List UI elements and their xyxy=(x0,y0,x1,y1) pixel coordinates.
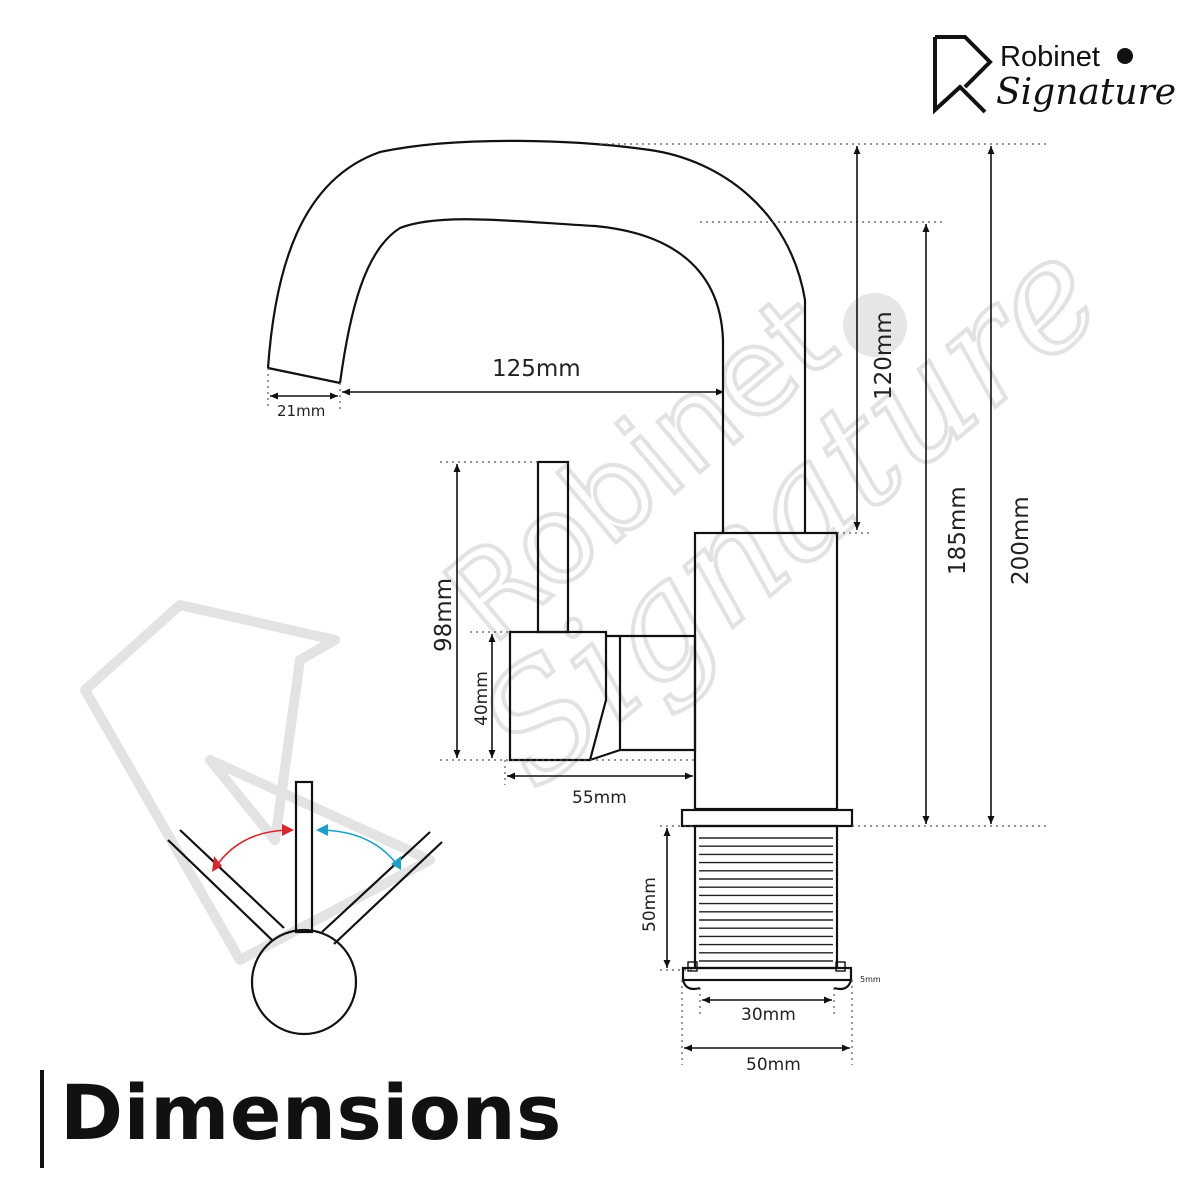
base-foot-nub-right xyxy=(835,961,846,972)
spout-outer-edge xyxy=(266,139,807,532)
extension-lines xyxy=(267,143,1050,1065)
dim-arrow-base-width-head xyxy=(684,1044,692,1052)
dim-label-lever-base: 40mm xyxy=(472,671,492,726)
dim-arrow-lever-height-head xyxy=(453,464,461,472)
cold-arrow-icon xyxy=(317,829,399,867)
dim-arrow-total-height-head xyxy=(987,146,995,154)
dim-arrow-spout-width-head xyxy=(330,392,338,400)
base-threads-outline xyxy=(693,824,839,970)
spout-tip xyxy=(267,366,341,385)
spout-inner-edge xyxy=(338,218,725,532)
dim-arrow-body-height-head xyxy=(922,816,930,824)
dim-arrow-spout-height-head xyxy=(853,146,861,154)
dimension-labels: 21mm 125mm 120mm 185mm 200mm 98mm 40mm 5… xyxy=(277,311,1034,1075)
dim-arrow-lever-depth-head xyxy=(507,772,515,780)
dimension-lines xyxy=(270,146,995,1052)
dim-label-body-height: 185mm xyxy=(945,486,971,575)
logo-text-signature: Signature xyxy=(996,72,1176,113)
dim-label-reach: 125mm xyxy=(492,356,581,382)
rotation-knob xyxy=(250,928,358,1036)
dim-label-lever-height: 98mm xyxy=(431,578,457,652)
watermark: Robinet Signature xyxy=(80,203,1135,965)
lever-rotation-diagram xyxy=(167,780,443,1036)
dim-arrow-reach-head xyxy=(716,388,724,396)
dim-label-base-width: 50mm xyxy=(746,1055,801,1075)
base-collar xyxy=(680,808,854,828)
base-foot-curve-left xyxy=(681,979,701,991)
dim-label-base-height: 50mm xyxy=(640,877,660,932)
dim-arrow-base-width-head xyxy=(842,1044,850,1052)
dim-arrow-reach-head xyxy=(342,388,350,396)
dim-arrow-spout-width-head xyxy=(270,392,278,400)
hot-arrow-head-end xyxy=(282,824,294,836)
dim-label-foot-height: 5mm xyxy=(860,975,881,984)
hot-arrow-icon xyxy=(214,829,293,869)
lever-block xyxy=(508,630,608,762)
page-title: Dimensions xyxy=(60,1068,562,1157)
rotation-lever-right xyxy=(321,831,431,933)
faucet-spout xyxy=(266,139,807,532)
dim-arrow-lever-base-head xyxy=(488,634,496,642)
dim-arrow-thread-diameter-head xyxy=(702,996,710,1004)
base-foot-curve-right xyxy=(833,979,853,991)
base-foot-nub-left xyxy=(687,961,698,972)
dim-label-total-height: 200mm xyxy=(1008,496,1034,585)
dim-arrow-base-height-head xyxy=(663,828,671,836)
dim-arrow-total-height-head xyxy=(987,816,995,824)
title-accent-bar xyxy=(40,1070,44,1168)
logo-text-robinet: Robinet xyxy=(1000,41,1100,73)
base-threads xyxy=(699,837,833,962)
cold-arrow-head-start xyxy=(316,824,328,836)
dim-label-spout-height: 120mm xyxy=(871,311,897,400)
dim-arrow-lever-depth-head xyxy=(685,772,693,780)
dim-label-lever-depth: 55mm xyxy=(572,788,627,808)
rotation-lever-center xyxy=(294,780,314,934)
dim-label-thread-diameter: 30mm xyxy=(741,1005,796,1025)
dim-arrow-body-height-head xyxy=(922,224,930,232)
dim-arrow-thread-diameter-head xyxy=(824,996,832,1004)
logo-dot-icon xyxy=(1117,48,1133,64)
dim-arrow-lever-base-head xyxy=(488,750,496,758)
faucet-lever xyxy=(508,460,697,762)
rotation-lever-left xyxy=(167,839,273,941)
faucet-base xyxy=(680,808,854,991)
watermark-logo-mark xyxy=(80,600,435,965)
rotation-lever-right-2 xyxy=(333,841,443,945)
logo-mark-icon xyxy=(933,35,993,115)
watermark-dot xyxy=(843,293,907,357)
dim-arrow-spout-height-head xyxy=(853,522,861,530)
dim-arrow-base-height-head xyxy=(663,960,671,968)
lever-connector xyxy=(589,634,697,762)
dim-label-spout-width: 21mm xyxy=(277,402,325,420)
rotation-lever-left-2 xyxy=(179,829,285,929)
cold-arrow-head-end xyxy=(391,856,401,870)
base-foot xyxy=(681,966,853,982)
hot-arrow-head-start xyxy=(212,856,222,872)
brand-logo: Robinet Signature xyxy=(933,35,1176,115)
dim-arrow-lever-height-head xyxy=(453,750,461,758)
